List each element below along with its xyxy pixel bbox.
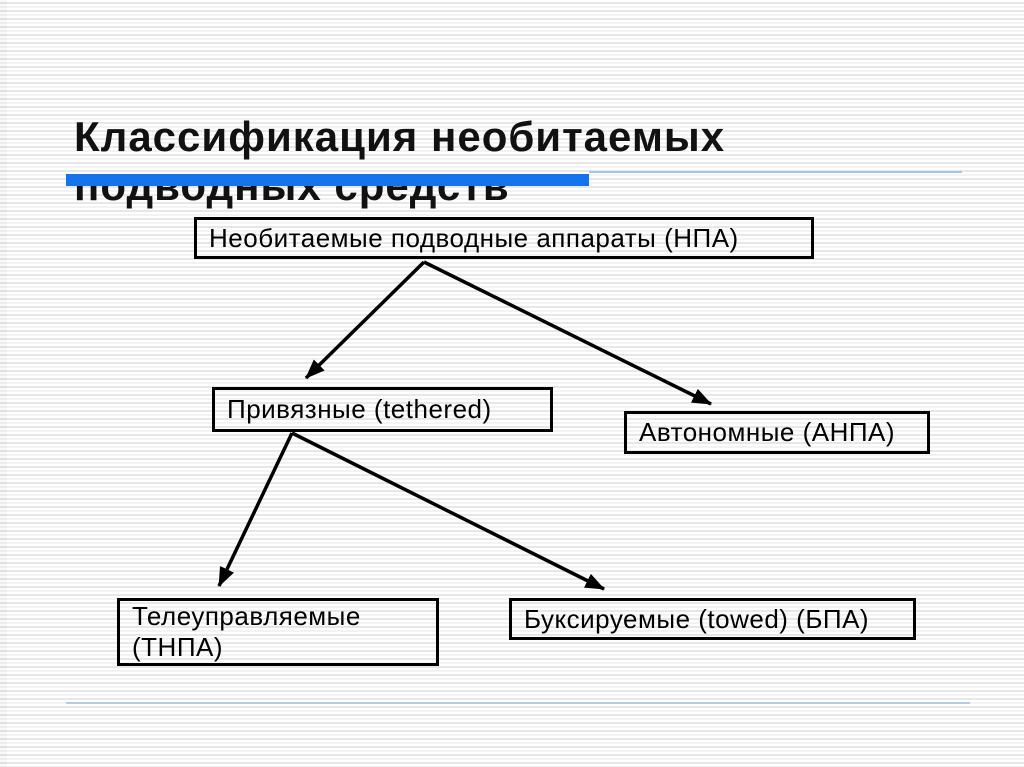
page-title: Классификация необитаемых подводных сред… — [74, 112, 974, 210]
node-autonomous-label: Автономные (АНПА) — [639, 417, 896, 447]
arrow-tethered-to-towed — [291, 431, 605, 591]
node-rov-label: Телеуправляемые (ТНПА) — [132, 601, 361, 662]
title-underline-bar — [66, 174, 589, 186]
left-edge-band — [0, 0, 7, 767]
node-root: Необитаемые подводные аппараты (НПА) — [194, 217, 814, 259]
arrow-root-to-tethered — [304, 260, 426, 380]
node-tethered: Привязные (tethered) — [212, 387, 553, 432]
node-root-label: Необитаемые подводные аппараты (НПА) — [209, 222, 739, 253]
node-tethered-label: Привязные (tethered) — [227, 394, 492, 424]
node-towed: Буксируемые (towed) (БПА) — [509, 598, 916, 640]
bottom-rule — [66, 702, 970, 704]
arrow-tethered-to-rov — [217, 432, 294, 587]
node-towed-label: Буксируемые (towed) (БПА) — [524, 603, 870, 634]
node-rov: Телеуправляемые (ТНПА) — [117, 598, 439, 666]
node-autonomous: Автономные (АНПА) — [624, 411, 930, 454]
title-underline-rule — [589, 171, 962, 173]
page-title-line1: Классификация необитаемых — [74, 113, 726, 161]
arrow-root-to-autonomous — [423, 260, 712, 406]
